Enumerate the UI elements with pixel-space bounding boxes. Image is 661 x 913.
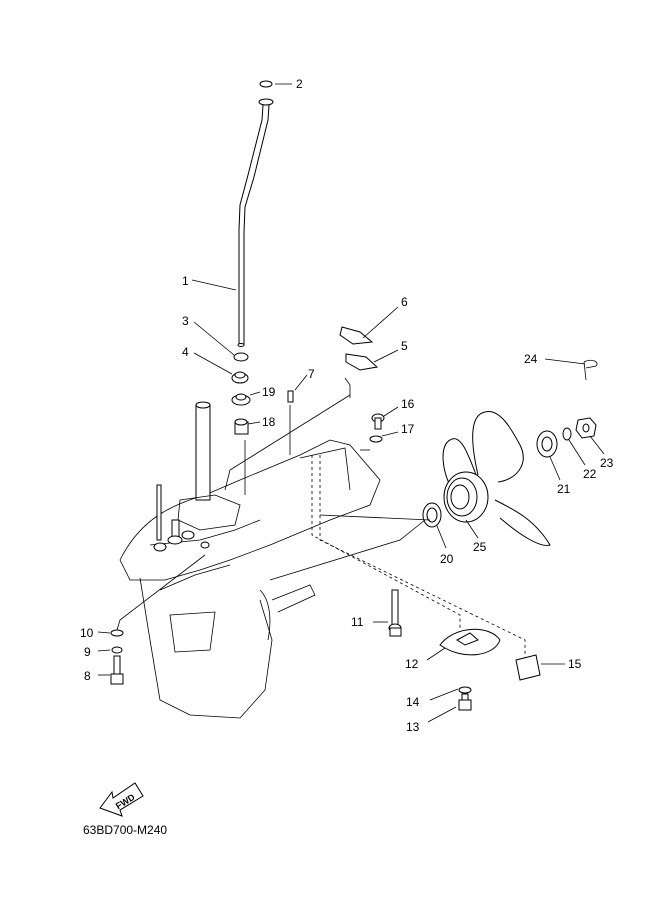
callout-12: 12: [405, 657, 419, 671]
callout-9: 9: [84, 645, 91, 659]
callout-16: 16: [401, 397, 415, 411]
callout-13: 13: [406, 720, 420, 734]
callout-20: 20: [440, 552, 454, 566]
washer-9: [111, 646, 123, 654]
callout-22: 22: [583, 467, 597, 481]
callout-23: 23: [600, 456, 614, 470]
callout-1: 1: [182, 274, 189, 288]
callout-11: 11: [351, 615, 364, 629]
washer-14: [458, 686, 472, 694]
callout-5: 5: [401, 339, 408, 353]
callout-19: 19: [262, 385, 276, 399]
grommet-19: [231, 393, 251, 406]
drive-shaft: [153, 401, 241, 552]
nut-23: [575, 417, 597, 439]
callout-2: 2: [296, 77, 303, 91]
fwd-arrow-icon: FWD: [99, 782, 144, 817]
callout-18: 18: [262, 415, 276, 429]
callout-8: 8: [84, 669, 91, 683]
callout-4: 4: [182, 345, 189, 359]
callout-labels: 2 1 3 4 19 18 7 6 5 16 17 24 23 22 21 20…: [80, 77, 614, 734]
grommet-2: [259, 80, 273, 88]
washer-21: [536, 430, 558, 458]
bolt-13: [458, 693, 472, 711]
washer-17: [369, 435, 383, 443]
cotter-pin-24: [583, 359, 598, 381]
washer-10: [110, 629, 124, 637]
callout-25: 25: [473, 540, 487, 554]
callout-17: 17: [401, 422, 415, 436]
callout-6: 6: [401, 295, 408, 309]
lower-casing: [119, 439, 381, 719]
callout-3: 3: [182, 314, 189, 328]
seal-plate-6: [339, 326, 374, 345]
callout-21: 21: [557, 482, 571, 496]
callout-10: 10: [80, 626, 94, 640]
washer-22: [562, 427, 572, 441]
seal-plate-5: [345, 353, 379, 371]
seal-3: [233, 352, 249, 362]
callout-7: 7: [308, 367, 315, 381]
bolt-11: [388, 589, 402, 637]
callout-24: 24: [524, 352, 538, 366]
leader-lines: [97, 83, 605, 723]
collar-18: [234, 418, 249, 435]
dowel-pin-7: [287, 390, 294, 403]
propeller-25: [442, 411, 551, 546]
reference-lines: [116, 377, 526, 658]
spacer-20: [422, 502, 442, 528]
bolt-8: [110, 655, 124, 685]
trim-tab-12: [439, 628, 501, 656]
diagram-reference-code: 63BD700-M240: [83, 823, 168, 837]
bolt-16: [371, 413, 385, 430]
callout-15: 15: [568, 657, 582, 671]
anode-15: [515, 654, 541, 681]
water-tube: [237, 98, 274, 347]
grommet-4: [231, 371, 249, 384]
callout-14: 14: [406, 695, 420, 709]
